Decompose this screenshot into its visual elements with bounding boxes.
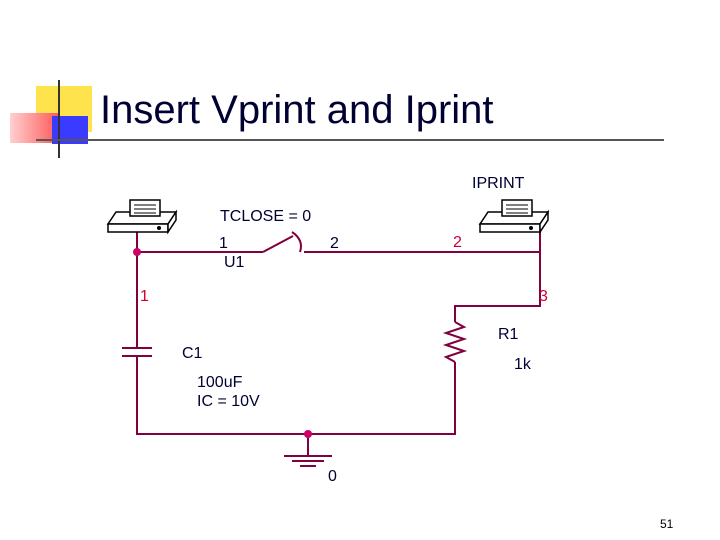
ground-icon xyxy=(284,455,332,467)
iprint-label: IPRINT xyxy=(472,175,525,192)
switch-param: TCLOSE = 0 xyxy=(220,208,311,225)
resistor-value: 1k xyxy=(514,356,532,373)
capacitor-value: 100uF xyxy=(197,374,243,391)
wires xyxy=(136,232,541,456)
ground-label: 0 xyxy=(328,468,337,485)
capacitor-ic: IC = 10V xyxy=(197,393,260,410)
switch-u1 xyxy=(262,231,302,253)
wire-right xyxy=(454,232,541,322)
vprint-printer-icon xyxy=(106,199,178,235)
deco-vertical-line xyxy=(58,80,60,158)
iprint-printer-icon xyxy=(478,199,550,235)
switch-ref: U1 xyxy=(224,254,245,271)
capacitor-c1 xyxy=(122,347,152,357)
resistor-r1 xyxy=(442,321,468,363)
wire-top-right xyxy=(304,232,541,253)
slide-title: Insert Vprint and Iprint xyxy=(100,88,494,132)
switch-pin2: 2 xyxy=(330,235,339,252)
node-label-3: 3 xyxy=(539,288,548,305)
capacitor-ref: C1 xyxy=(182,345,203,362)
title-underline xyxy=(36,139,664,141)
node-label-2: 2 xyxy=(453,234,462,251)
wire-left-lower xyxy=(136,356,456,435)
node-dot-ground xyxy=(304,430,312,438)
resistor-ref: R1 xyxy=(498,326,519,343)
page-number: 51 xyxy=(660,517,674,531)
deco-red-square xyxy=(10,113,58,143)
node-dot-vprint xyxy=(133,248,141,256)
node-label-1: 1 xyxy=(140,288,149,305)
switch-pin1: 1 xyxy=(219,235,228,252)
